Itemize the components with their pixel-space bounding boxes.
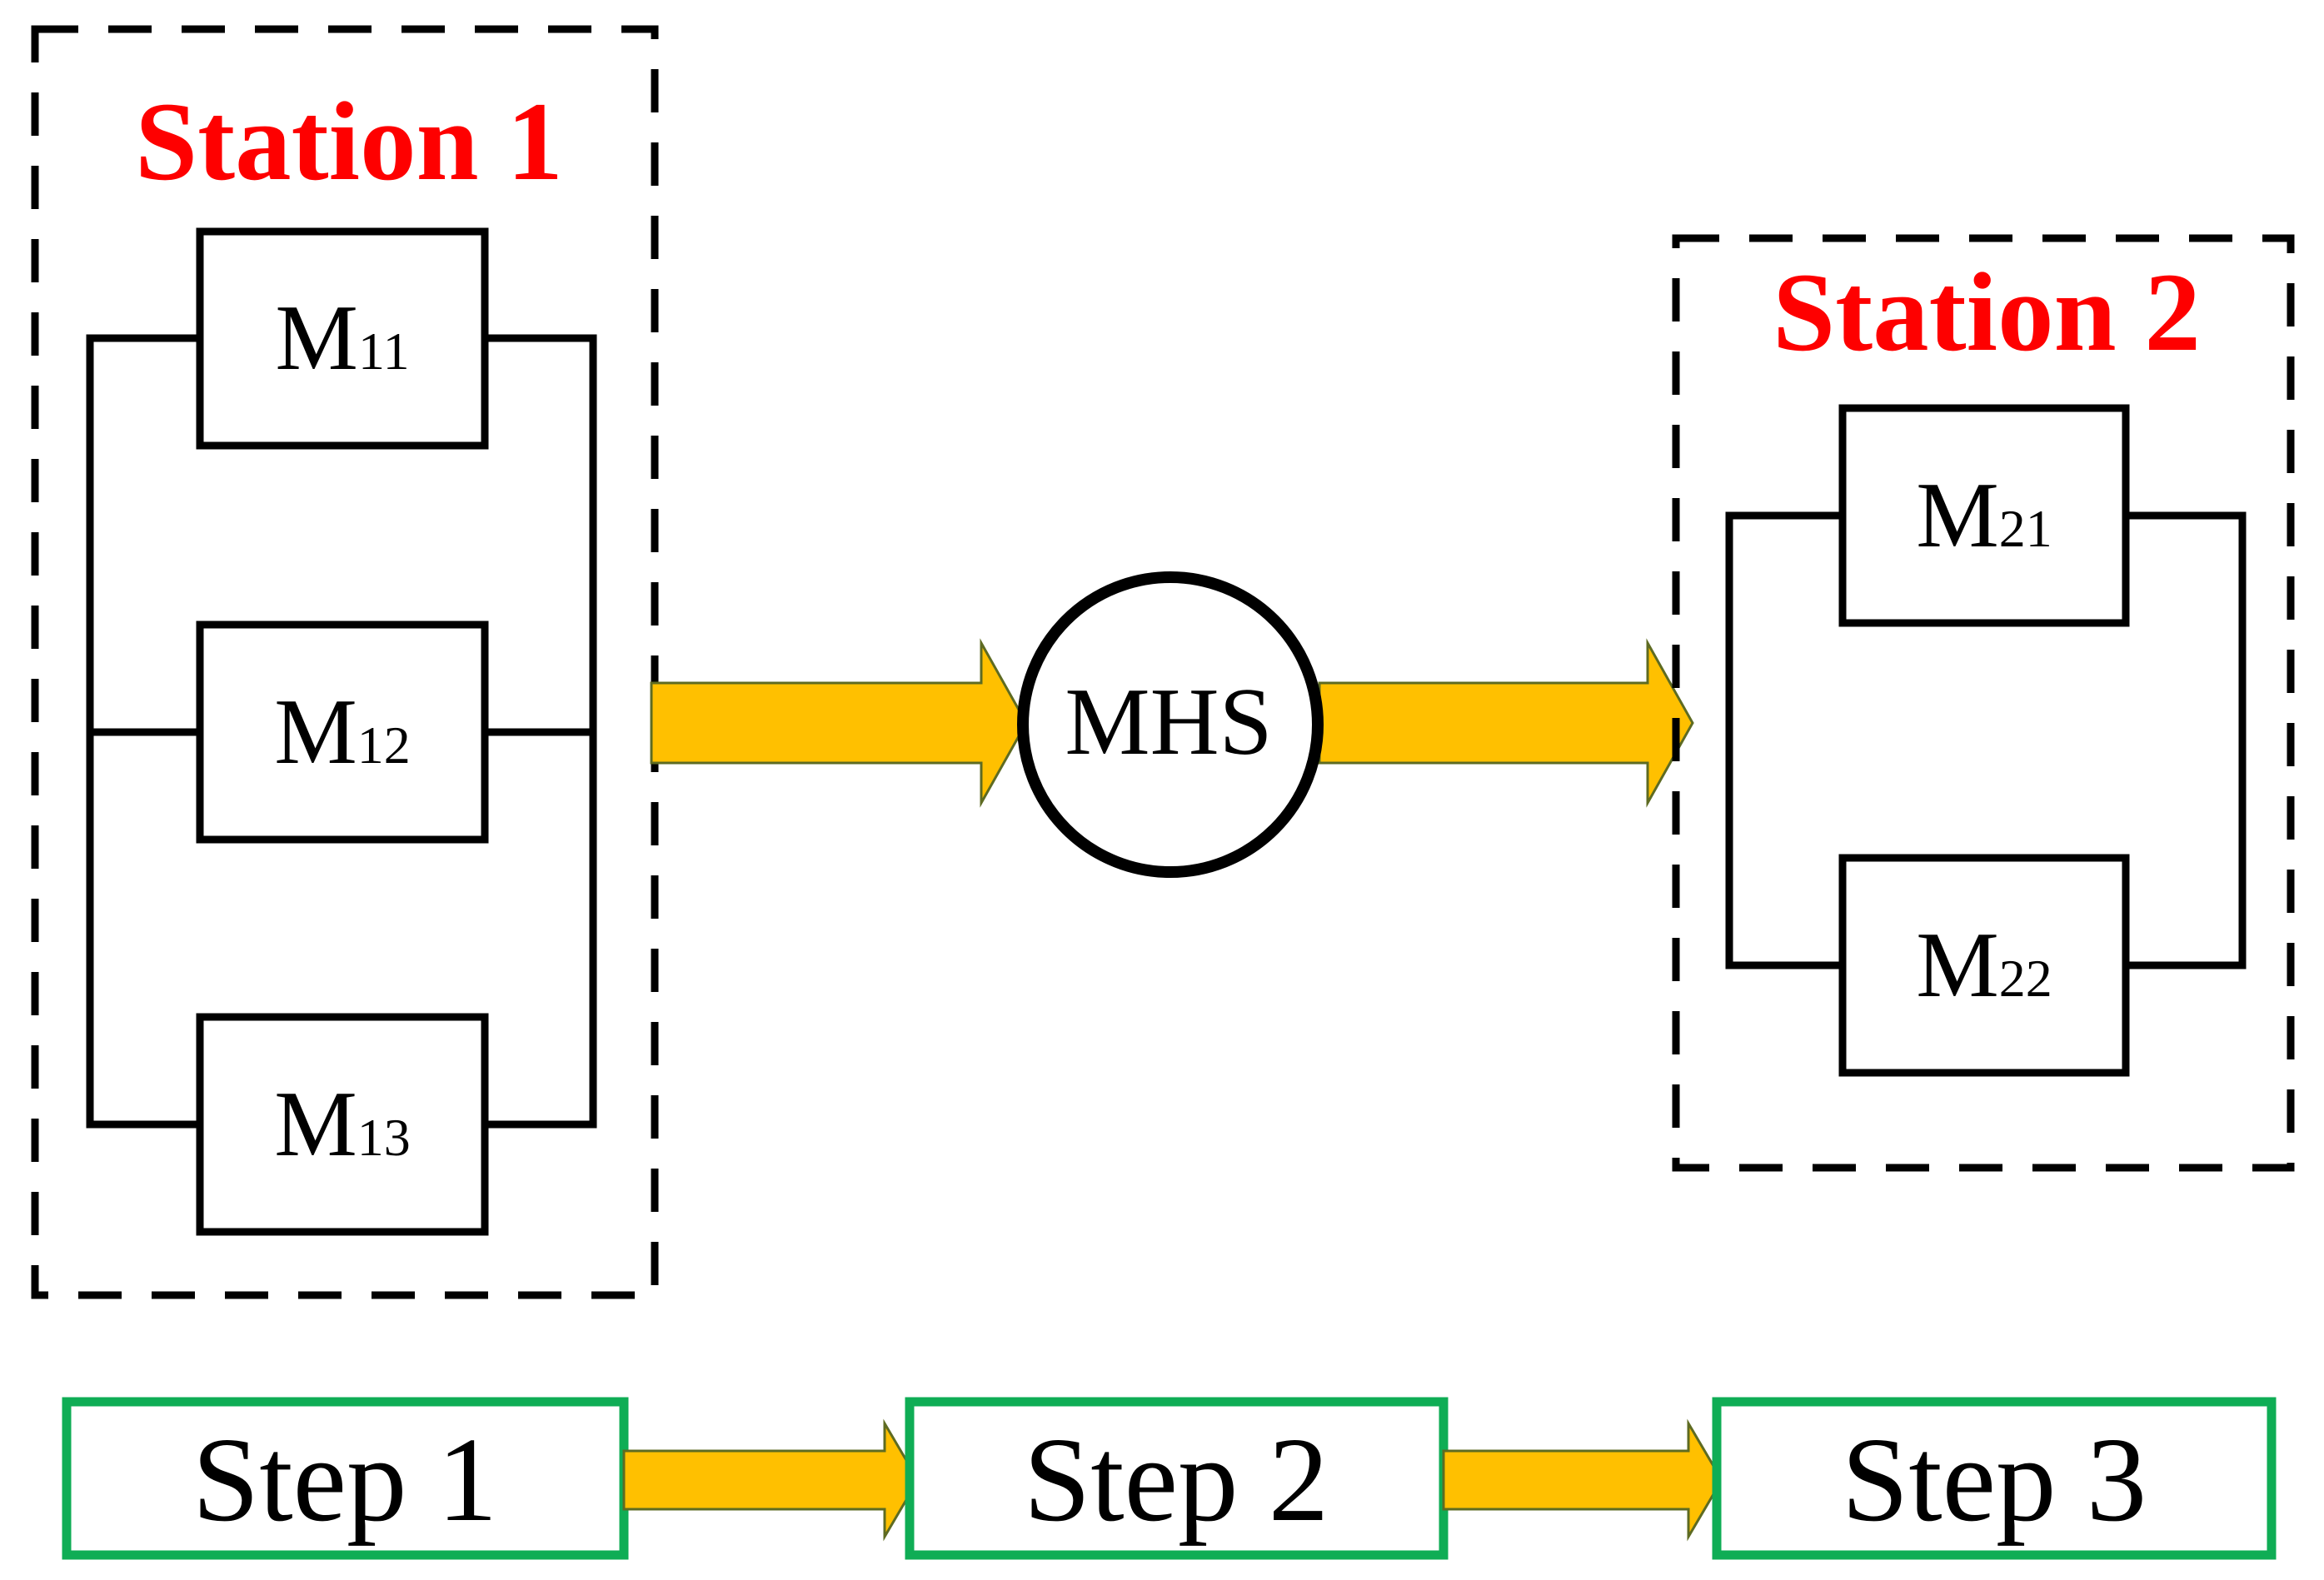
- step1-label: Step 1: [192, 1413, 498, 1547]
- station2-dashed-border: [1672, 234, 2295, 1172]
- mhs-group: MHS: [1017, 571, 1324, 878]
- step2-label: Step 2: [1024, 1413, 1329, 1547]
- machine-box-m12: [196, 621, 489, 844]
- machine-label-m22: M22: [1916, 914, 2052, 1017]
- machine-box-m21: [1838, 404, 2130, 627]
- machine-box-m11: [196, 227, 489, 450]
- station2-left-rail: [1725, 511, 1843, 969]
- mhs-label: MHS: [1065, 669, 1272, 775]
- station1-group: Station 1 M11 M12 M13: [31, 25, 659, 1299]
- steps-group: Step 1 Step 2 Step 3: [62, 1397, 2277, 1560]
- machine-label-m21: M21: [1916, 464, 2052, 567]
- machine-m12-sub: 12: [357, 715, 411, 775]
- machine-m11-main: M: [275, 287, 358, 390]
- station2-title: Station 2: [1773, 251, 2201, 375]
- arrow-station1-to-mhs-icon: [650, 638, 1028, 808]
- step3-label: Step 3: [1842, 1413, 2147, 1547]
- machine-m21-main: M: [1916, 464, 1999, 567]
- machine-m12-main: M: [274, 680, 357, 784]
- mhs-circle: [1017, 571, 1324, 878]
- machine-m13-sub: 13: [357, 1108, 411, 1167]
- step3-box: [1712, 1397, 2277, 1560]
- arrow-step1-to-step2-icon: [622, 1418, 920, 1542]
- machine-box-m13: [196, 1013, 489, 1236]
- machine-label-m12: M12: [274, 680, 411, 784]
- arrow-step2-to-step3-icon: [1442, 1418, 1723, 1542]
- station2-group: Station 2 M21 M22: [1672, 234, 2295, 1172]
- machine-m13-main: M: [274, 1073, 357, 1176]
- step2-box: [905, 1397, 1449, 1560]
- arrow-mhs-to-station2-icon: [1318, 638, 1694, 808]
- machine-m21-sub: 21: [1999, 499, 2052, 558]
- step1-box: [62, 1397, 629, 1560]
- station2-right-rail: [2126, 511, 2247, 969]
- machine-box-m22: [1838, 854, 2130, 1077]
- machine-m22-sub: 22: [1999, 949, 2052, 1008]
- station1-title: Station 1: [135, 80, 563, 204]
- machine-m22-main: M: [1916, 914, 1999, 1017]
- machine-label-m11: M11: [275, 287, 409, 390]
- machine-m11-sub: 11: [358, 321, 410, 381]
- machine-label-m13: M13: [274, 1073, 411, 1176]
- station1-dashed-border: [31, 25, 659, 1299]
